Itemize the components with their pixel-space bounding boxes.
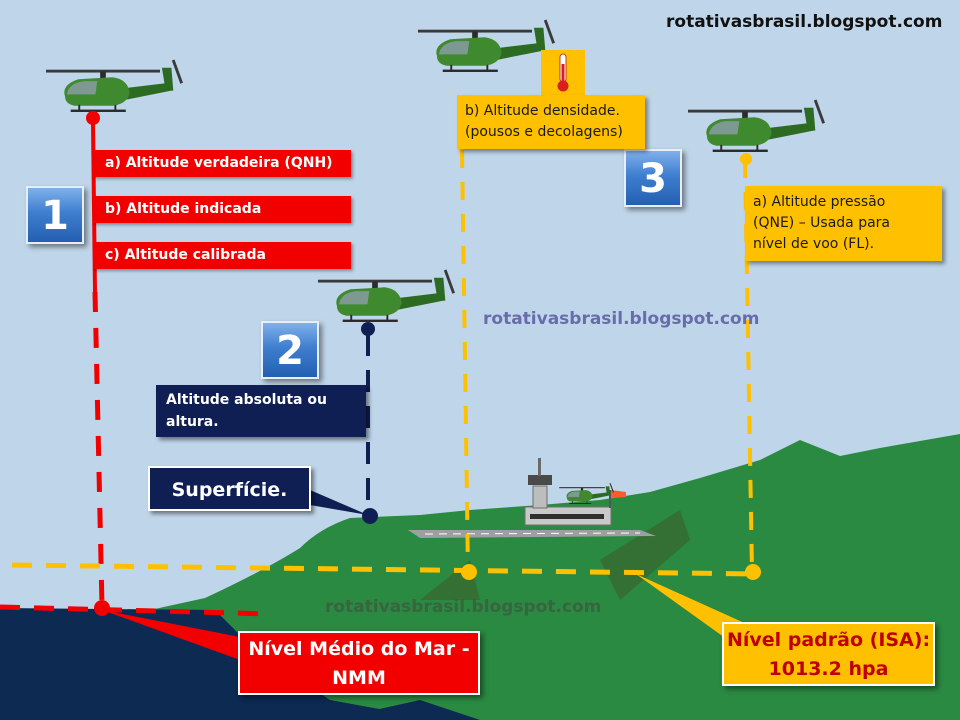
label-standard-level-line1: Nível padrão (ISA): [726,629,931,651]
label-standard-level-line2: 1013.2 hpa [768,658,889,680]
label-absolute-altitude-line2: altura. [166,414,219,430]
runway [408,530,656,538]
number-badge-1: 1 [26,186,84,244]
number-badge-3: 3 [624,149,682,207]
label-pressure-altitude-line2: (QNE) – Usada para [753,215,890,231]
label-mean-sea-level: Nível Médio do Mar - NMM [238,631,480,695]
label-pressure-altitude: a) Altitude pressão (QNE) – Usada para n… [745,186,942,261]
terminal-building [524,506,612,526]
label-true-altitude: a) Altitude verdadeira (QNH) [93,150,351,177]
helicopter-icon [688,99,825,152]
label-standard-level: Nível padrão (ISA): 1013.2 hpa [722,622,935,686]
label-pressure-altitude-line3: nível de voo (FL). [753,236,875,252]
label-absolute-altitude: Altitude absoluta ou altura. [156,385,366,437]
label-mean-sea-level-line2: NMM [332,667,386,689]
watermark-middle: rotativasbrasil.blogspot.com [483,309,760,329]
label-mean-sea-level-line1: Nível Médio do Mar - [248,638,470,660]
sea [0,608,440,720]
number-badge-2: 2 [261,321,319,379]
watermark-top: rotativasbrasil.blogspot.com [666,12,943,32]
helicopter-icon [318,269,455,322]
label-surface: Superfície. [148,466,311,511]
label-absolute-altitude-line1: Altitude absoluta ou [166,392,327,408]
label-pressure-altitude-line1: a) Altitude pressão [753,194,886,210]
control-tower-icon [528,458,552,509]
helicopter-icon [45,59,183,112]
label-indicated-altitude: b) Altitude indicada [93,196,351,223]
helicopter-icon [418,19,555,72]
thermometer-icon [541,50,585,96]
windsock-icon [609,490,626,508]
label-density-altitude-line2: (pousos e decolagens) [465,124,623,140]
label-calibrated-altitude: c) Altitude calibrada [93,242,351,269]
label-density-altitude: b) Altitude densidade. (pousos e decolag… [457,95,645,149]
label-density-altitude-line1: b) Altitude densidade. [465,103,620,119]
watermark-bottom: rotativasbrasil.blogspot.com [325,597,602,617]
